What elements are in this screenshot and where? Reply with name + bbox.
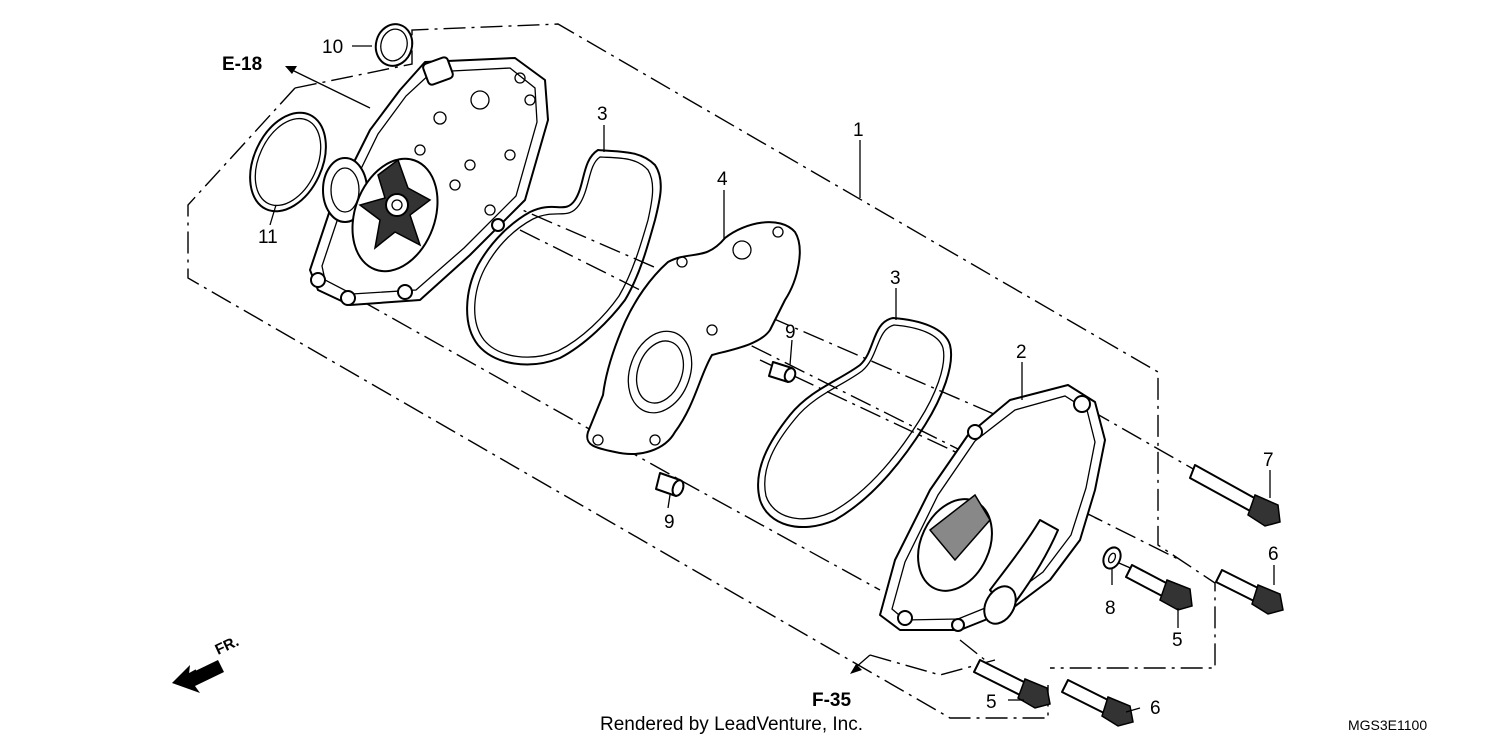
callout-9-upper: 9 (785, 322, 796, 343)
callout-8: 8 (1105, 598, 1116, 619)
bolt-5-right (1125, 564, 1193, 611)
bolt-7 (1189, 464, 1281, 527)
callout-7: 7 (1263, 450, 1274, 471)
callout-10: 10 (322, 37, 343, 58)
callout-5-right: 5 (1172, 630, 1183, 651)
water-pump-body (309, 56, 549, 306)
o-ring-large (249, 111, 327, 213)
callout-1: 1 (853, 120, 864, 141)
cover-plate-gasket (586, 221, 801, 455)
reference-e18: E-18 (222, 54, 262, 75)
gasket-outer (466, 149, 662, 366)
callout-numbers: 1 2 3 3 4 5 5 6 6 7 8 9 9 10 11 (258, 37, 1279, 719)
front-direction-label: FR. (213, 633, 242, 659)
bolt-6-lower (1061, 679, 1134, 727)
dowel-pin-lower (655, 472, 685, 497)
washer-8 (1102, 546, 1122, 570)
callout-4: 4 (717, 169, 728, 190)
diagram-code: MGS3E1100 (1348, 717, 1427, 733)
callout-9-lower: 9 (664, 512, 675, 533)
callout-11: 11 (258, 227, 278, 248)
callout-3-upper: 3 (597, 104, 608, 125)
callout-3-lower: 3 (890, 268, 901, 289)
callout-2: 2 (1016, 342, 1027, 363)
callout-5-lower: 5 (986, 692, 997, 713)
reference-f35: F-35 (812, 690, 852, 711)
bolt-5-lower (973, 659, 1051, 709)
front-direction-indicator: FR. (172, 633, 242, 693)
bolt-6-right (1215, 569, 1284, 615)
callout-6-right: 6 (1268, 544, 1279, 565)
o-ring-small (374, 23, 414, 67)
gasket-inner (757, 317, 952, 529)
callout-6-lower: 6 (1150, 698, 1161, 719)
water-pump-cover (879, 384, 1106, 632)
rendered-by-credit: Rendered by LeadVenture, Inc. (600, 714, 863, 735)
dowel-pin-upper (768, 361, 797, 383)
leader-lines (269, 45, 1275, 713)
